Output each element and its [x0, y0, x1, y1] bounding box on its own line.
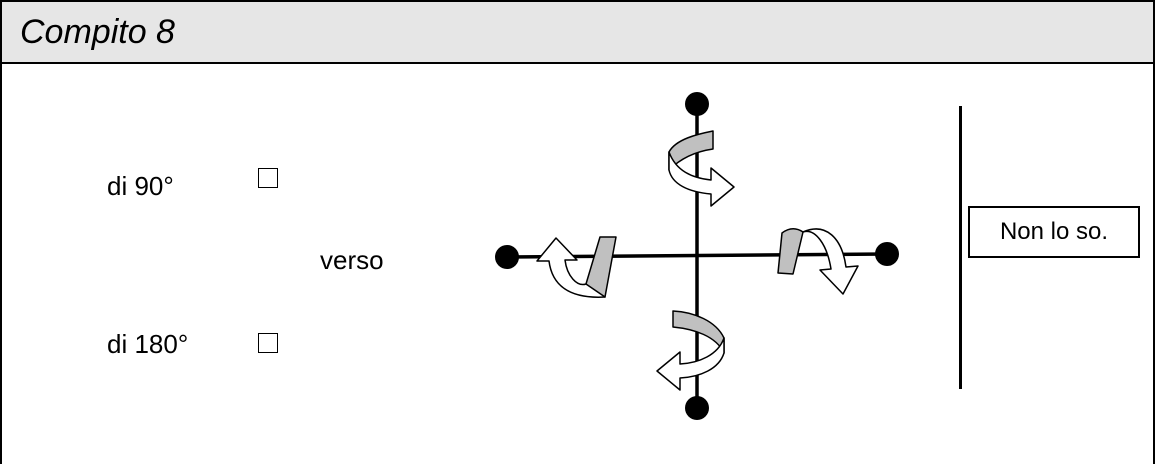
top-rotation-arrow — [668, 130, 735, 207]
option-180-checkbox[interactable] — [258, 333, 278, 353]
dont-know-button[interactable]: Non lo so. — [968, 206, 1140, 258]
left-rotation-arrow — [536, 236, 617, 298]
top-endpoint — [685, 92, 709, 116]
bottom-rotation-arrow — [656, 310, 725, 391]
task-title: Compito 8 — [20, 13, 175, 51]
option-180-label: di 180° — [107, 329, 189, 359]
right-endpoint — [875, 242, 899, 266]
right-rotation-arrow — [777, 228, 859, 295]
task-header: Compito 8 — [2, 2, 1153, 64]
direction-label: verso — [320, 245, 384, 275]
rotation-diagram — [495, 92, 899, 420]
option-90-checkbox[interactable] — [258, 168, 278, 188]
left-endpoint — [495, 245, 519, 269]
vertical-divider — [959, 106, 962, 389]
option-90-label: di 90° — [107, 171, 174, 201]
bottom-endpoint — [685, 396, 709, 420]
